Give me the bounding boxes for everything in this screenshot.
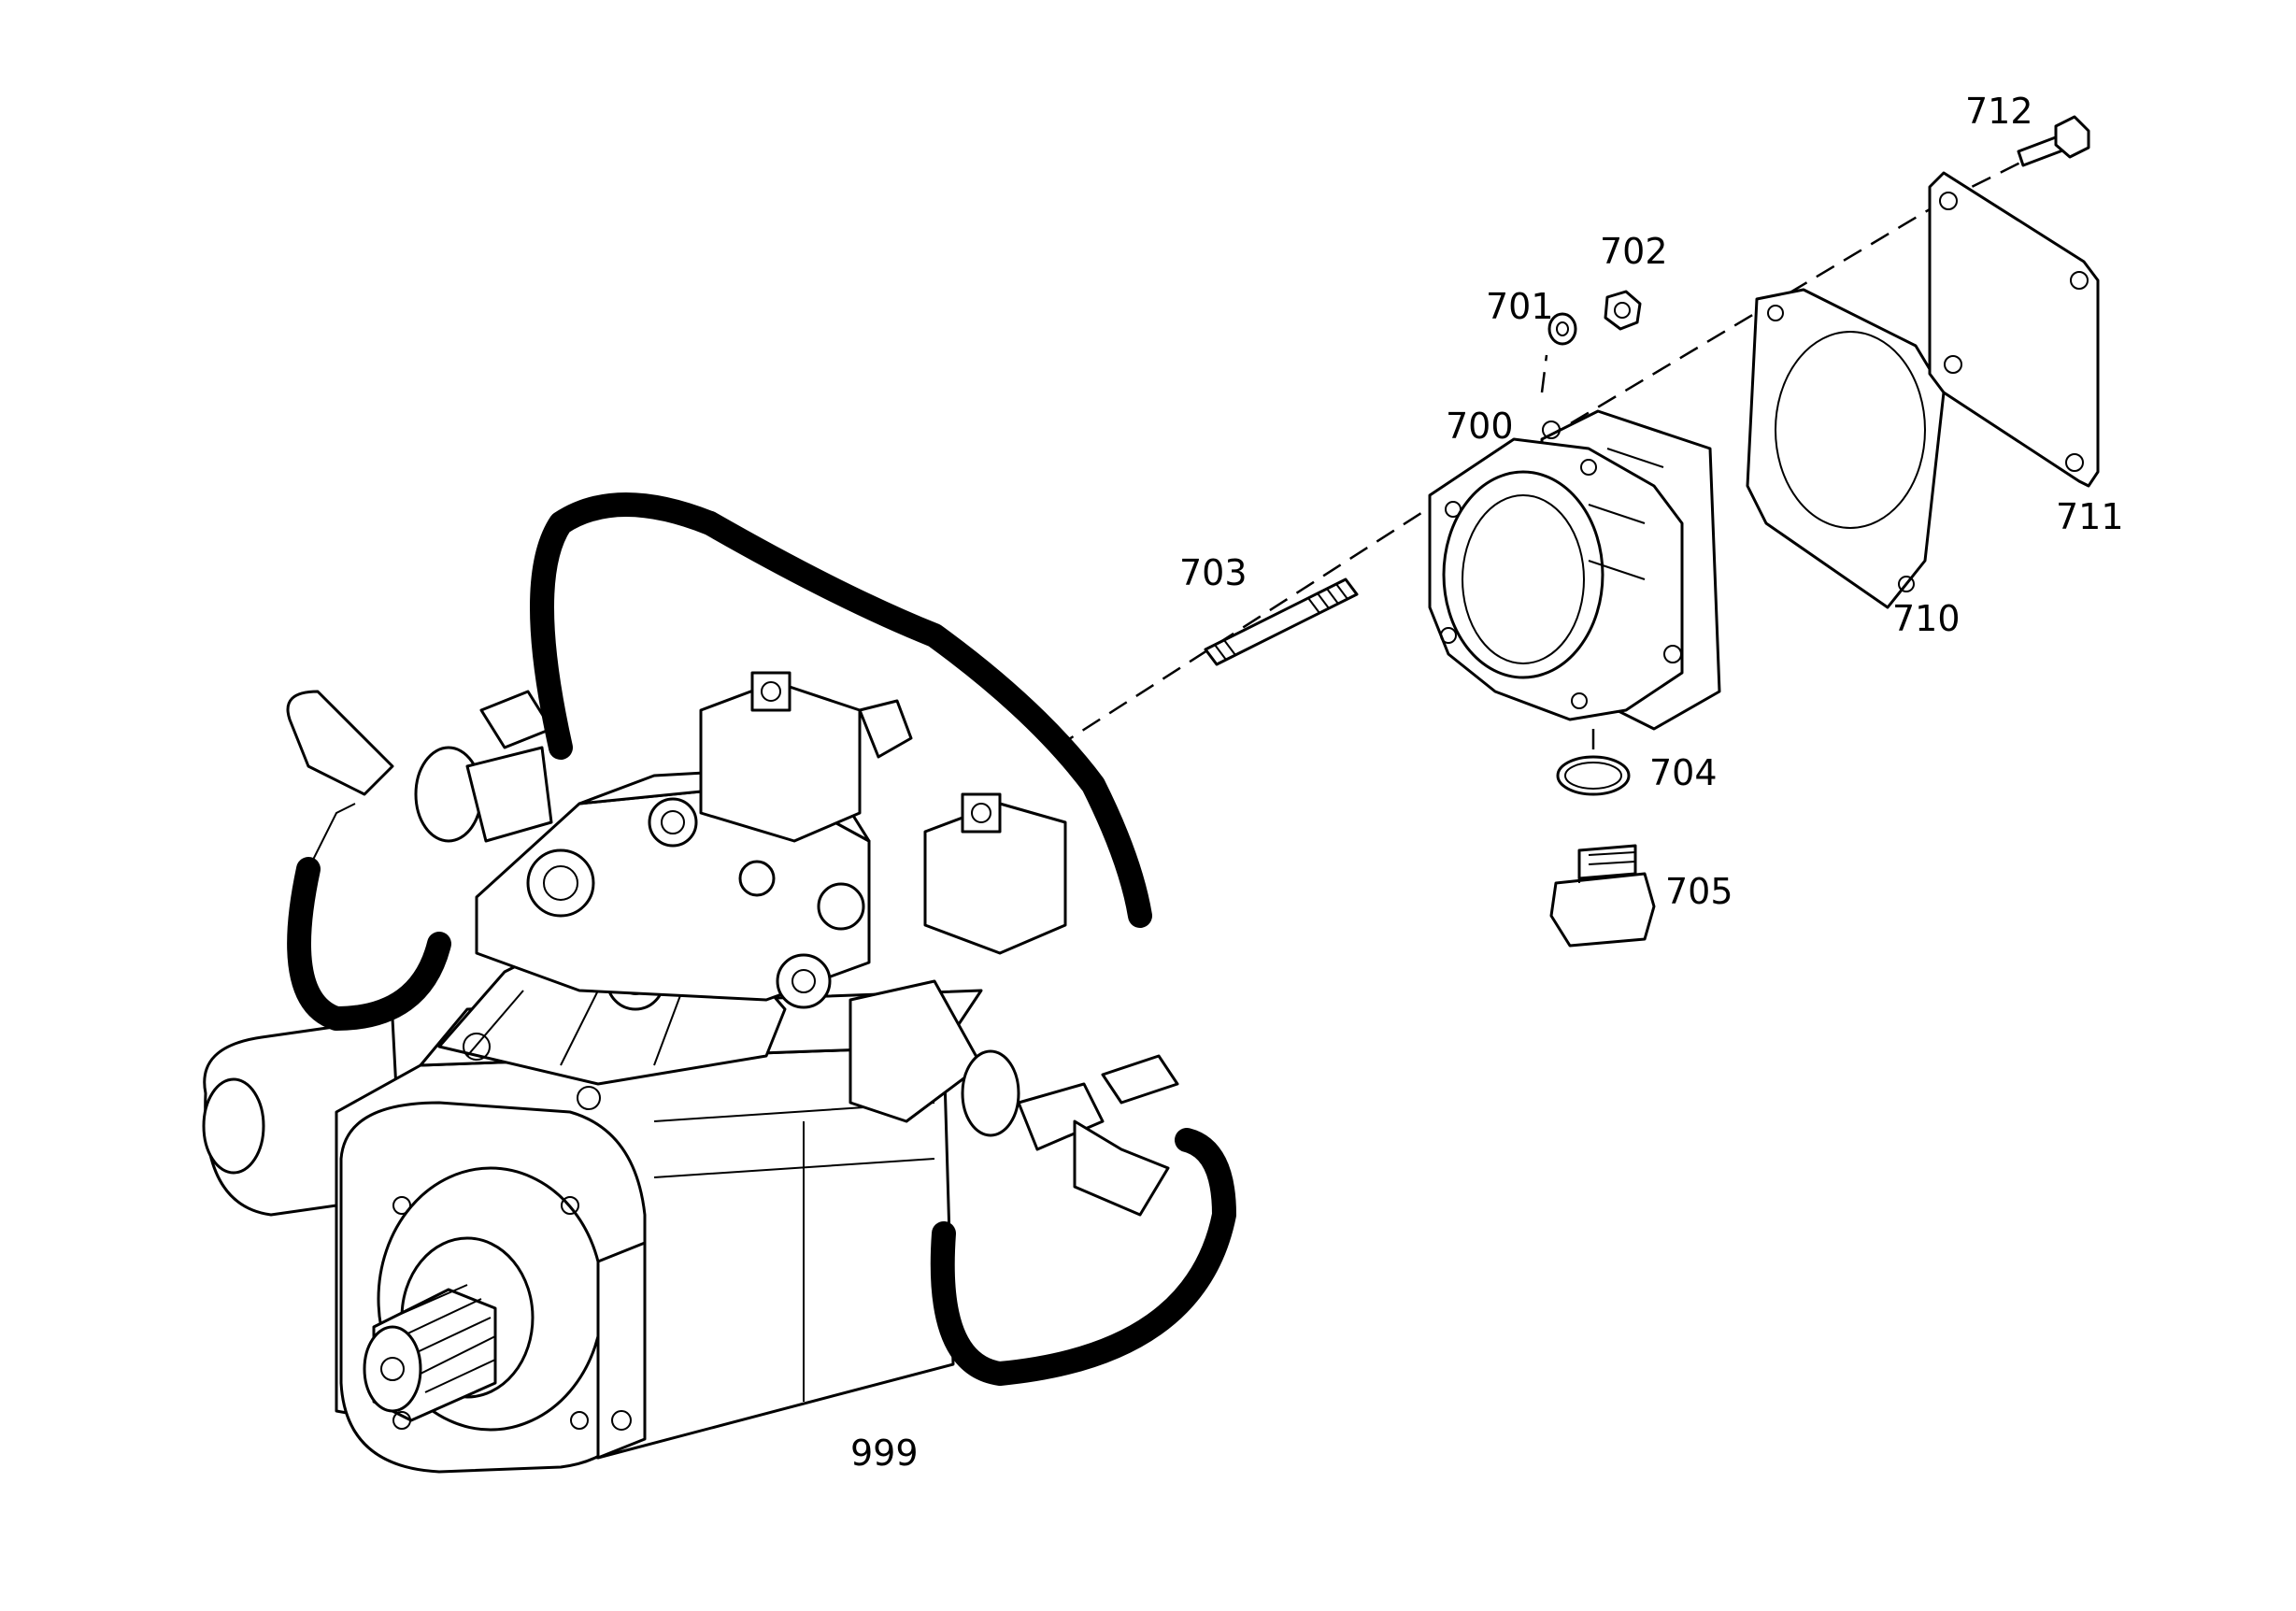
callout-700: 700 — [1446, 406, 1514, 447]
callout-702: 702 — [1600, 231, 1668, 272]
washer-701 — [1547, 312, 1577, 346]
cover-plate-711 — [1928, 171, 2100, 488]
nut-702 — [1604, 290, 1642, 331]
callout-705: 705 — [1665, 871, 1733, 912]
stud-703 — [1204, 577, 1359, 666]
bolt-712 — [2017, 115, 2090, 167]
callout-703: 703 — [1179, 552, 1248, 593]
callout-labels: 700 701 702 703 704 705 710 711 712 999 — [850, 91, 2124, 1474]
callout-711: 711 — [2056, 496, 2124, 537]
gasket-710 — [1746, 288, 1946, 609]
plug-705 — [1549, 844, 1656, 948]
callout-704: 704 — [1649, 752, 1718, 793]
callout-710: 710 — [1892, 598, 1961, 639]
callout-999: 999 — [850, 1433, 919, 1474]
housing-700 — [1428, 409, 1721, 731]
callout-712: 712 — [1965, 91, 2033, 132]
callout-701: 701 — [1486, 286, 1554, 327]
main-pump-999 — [202, 671, 1179, 1474]
o-ring-704 — [1556, 755, 1631, 796]
hydraulic-hoses — [287, 492, 1236, 1386]
